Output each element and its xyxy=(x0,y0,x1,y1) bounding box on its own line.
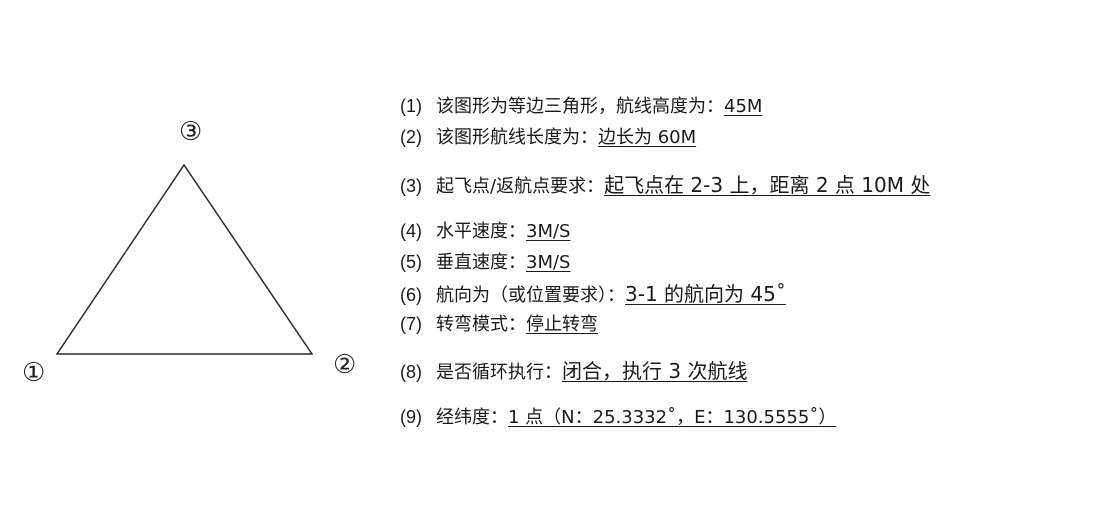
item-number: (2) xyxy=(400,127,422,147)
item-value: 起飞点在 2-3 上，距离 2 点 10M 处 xyxy=(604,173,931,197)
item-label: 垂直速度： xyxy=(436,252,526,273)
item-value: 45M xyxy=(724,96,763,117)
item-number: (6) xyxy=(400,285,422,305)
list-item: (6) 航向为（或位置要求）：3-1 的航向为 45˚ xyxy=(400,282,786,308)
item-value: 停止转弯 xyxy=(526,314,598,335)
vertex-label-1: ① xyxy=(22,358,46,388)
triangle-diagram: ③ ① ② xyxy=(0,0,380,508)
item-label: 水平速度： xyxy=(436,221,526,242)
item-value: 1 点（N：25.3332˚，E：130.5555˚） xyxy=(508,407,837,428)
item-number: (4) xyxy=(400,221,422,241)
item-number: (3) xyxy=(400,176,422,196)
item-value: 闭合，执行 3 次航线 xyxy=(562,359,748,383)
list-item: (9) 经纬度：1 点（N：25.3332˚，E：130.5555˚） xyxy=(400,405,836,430)
vertex-label-2: ② xyxy=(333,350,357,380)
item-number: (9) xyxy=(400,407,422,427)
item-number: (7) xyxy=(400,314,422,334)
list-item: (5) 垂直速度：3M/S xyxy=(400,250,570,275)
item-value: 3M/S xyxy=(526,221,571,242)
item-label: 该图形为等边三角形，航线高度为： xyxy=(436,96,724,117)
item-number: (1) xyxy=(400,96,422,116)
item-value: 3M/S xyxy=(526,252,571,273)
list-item: (4) 水平速度：3M/S xyxy=(400,219,570,244)
triangle-svg xyxy=(55,163,314,355)
item-label: 是否循环执行： xyxy=(436,362,562,383)
item-number: (5) xyxy=(400,252,422,272)
item-label: 经纬度： xyxy=(436,407,508,428)
item-label: 该图形航线长度为： xyxy=(436,127,598,148)
item-value: 边长为 60M xyxy=(598,127,697,148)
list-item: (8) 是否循环执行：闭合，执行 3 次航线 xyxy=(400,359,747,385)
item-label: 起飞点/返航点要求： xyxy=(436,176,605,197)
equilateral-triangle xyxy=(55,163,314,355)
item-value: 3-1 的航向为 45˚ xyxy=(625,282,786,306)
vertex-label-3: ③ xyxy=(179,117,203,147)
list-item: (1) 该图形为等边三角形，航线高度为：45M xyxy=(400,94,762,119)
item-number: (8) xyxy=(400,362,422,382)
item-label: 航向为（或位置要求）： xyxy=(436,285,625,306)
item-label: 转弯模式： xyxy=(436,314,526,335)
list-item: (2) 该图形航线长度为：边长为 60M xyxy=(400,125,696,150)
list-item: (3) 起飞点/返航点要求：起飞点在 2-3 上，距离 2 点 10M 处 xyxy=(400,173,930,199)
list-item: (7) 转弯模式：停止转弯 xyxy=(400,312,598,337)
